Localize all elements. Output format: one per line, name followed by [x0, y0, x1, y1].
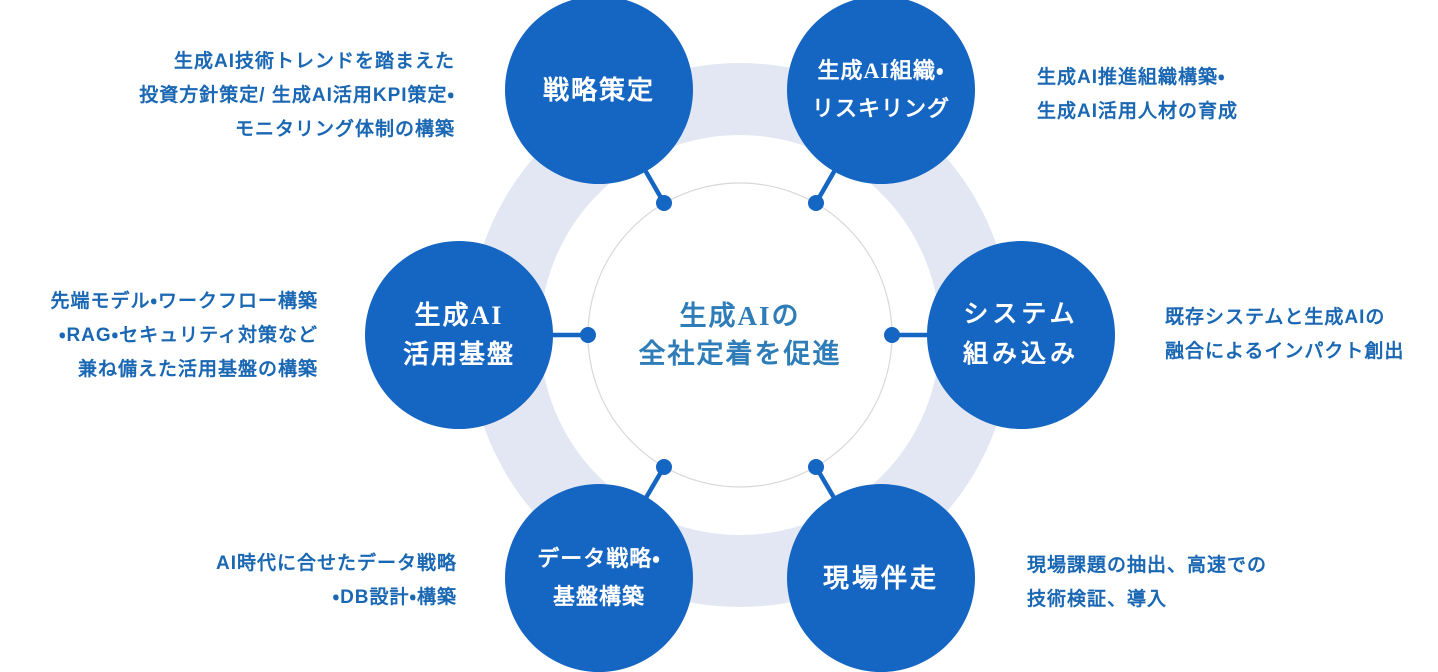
node-label-system-integration: システム 組み込み [962, 301, 1079, 368]
node-circle-genba: 現場伴走 [787, 484, 975, 672]
node-label-data-strategy: データ戦略・ 基盤構築 [537, 545, 661, 610]
node-description-genba: 現場課題の抽出、高速での 技術検証、導入 [1027, 555, 1268, 610]
node-description-org-reskilling: 生成AI推進組織構築・ 生成AI活用人材の育成 [1037, 67, 1239, 122]
connector-dot-genba [808, 459, 824, 475]
node-description-data-strategy: AI時代に合せたデータ戦略 ・DB設計・構築 [215, 553, 457, 608]
node-label-platform: 生成AI 活用基盤 [402, 301, 515, 369]
node-description-system-integration: 既存システムと生成AIの 融合によるインパクト創出 [1165, 307, 1405, 362]
node-circle-data-strategy: データ戦略・ 基盤構築 [505, 484, 693, 672]
node-label-org-reskilling: 生成AI組織・ リスキリング [811, 57, 950, 122]
node-description-strategy: 生成AI技術トレンドを踏まえた 投資方針策定/ 生成AI活用KPI策定・ モニタ… [139, 51, 455, 140]
connector-dot-system [884, 327, 900, 343]
node-circle-system-integration: システム 組み込み [927, 241, 1115, 429]
node-circle-org-reskilling: 生成AI組織・ リスキリング [787, 0, 975, 184]
node-description-platform: 先端モデル・ワークフロー構築 ・RAG・セキュリティ対策など 兼ね備えた活用基盤… [50, 291, 318, 380]
connector-dot-data [656, 459, 672, 475]
node-circle-platform: 生成AI 活用基盤 [365, 241, 553, 429]
connector-dot-org [808, 195, 824, 211]
connector-dot-platform [580, 327, 596, 343]
center-goal-label: 生成AIの 全社定着を促進 [638, 301, 842, 369]
node-label-genba: 現場伴走 [822, 563, 939, 593]
connector-dot-strategy [656, 195, 672, 211]
node-label-strategy: 戦略策定 [542, 75, 655, 105]
node-circle-strategy: 戦略策定 [505, 0, 693, 184]
